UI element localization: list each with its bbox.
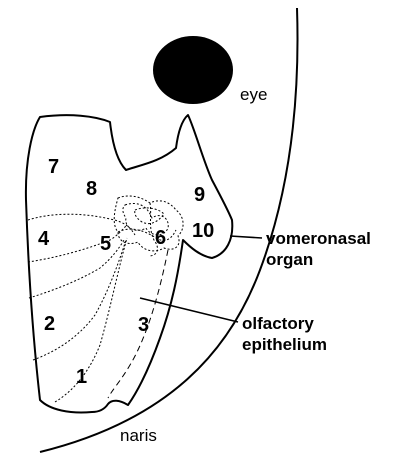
olfactory-label-line2: epithelium (242, 335, 327, 354)
vomeronasal-leader (230, 236, 262, 238)
olfactory-leader (140, 298, 238, 322)
eye-shape (153, 36, 233, 104)
zone-8: 8 (86, 178, 97, 200)
eye-label: eye (240, 85, 267, 104)
zone-boundary-5 (55, 238, 127, 402)
zone-3: 3 (138, 314, 149, 336)
zone-4: 4 (38, 228, 50, 250)
zone-9: 9 (194, 184, 205, 206)
zone-6: 6 (155, 227, 166, 249)
zone-2: 2 (44, 313, 55, 335)
vomeronasal-label-line1: vomeronasal (266, 229, 371, 248)
zone-10: 10 (192, 220, 214, 242)
tangle-boundary-e (118, 229, 176, 240)
zone-1: 1 (76, 366, 87, 388)
naris-label: naris (120, 426, 157, 445)
vomeronasal-label-line2: organ (266, 250, 313, 269)
zone-7: 7 (48, 156, 59, 178)
zone-5: 5 (100, 233, 111, 255)
olfactory-label-line1: olfactory (242, 314, 314, 333)
